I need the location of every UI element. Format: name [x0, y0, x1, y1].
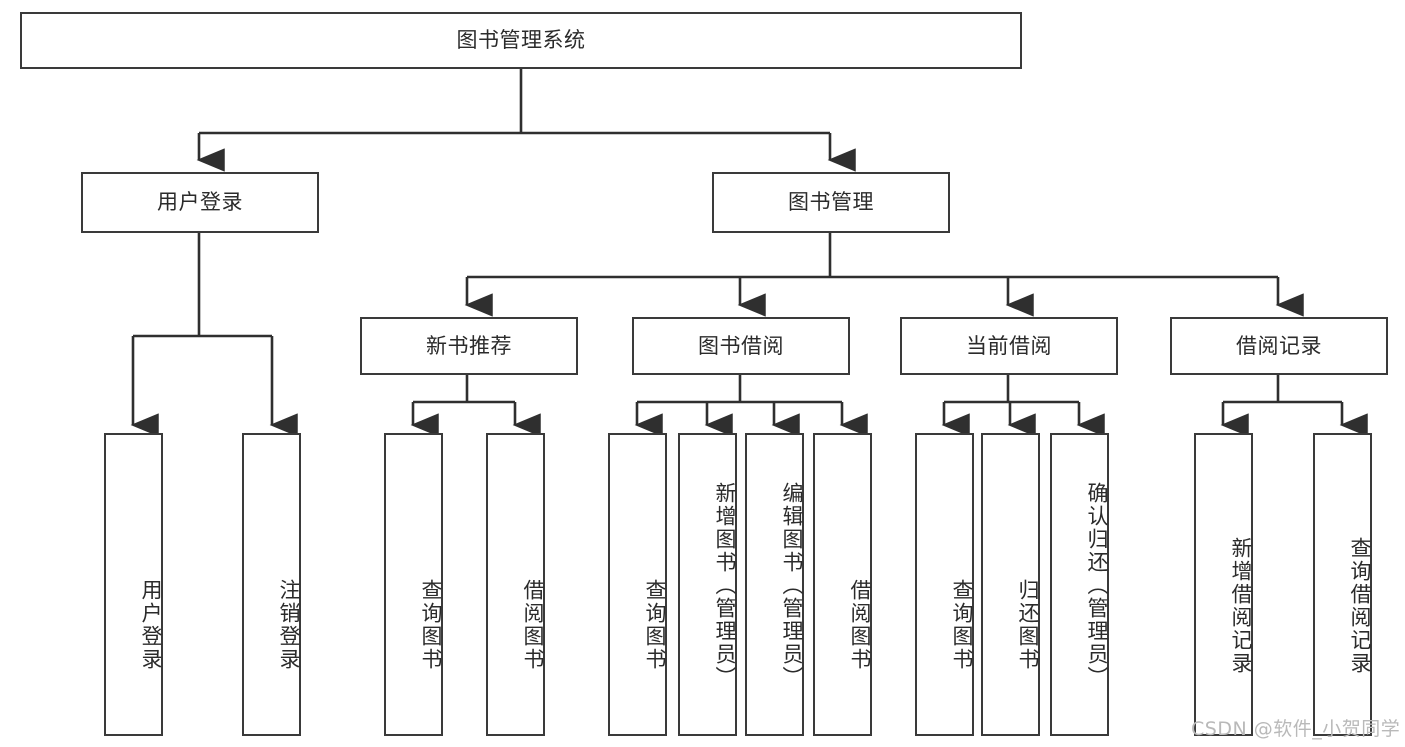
leaf-borrow-book-2-label: 借阅图书 [848, 578, 872, 671]
leaf-add-book-label: 新增图书（管理员） [713, 481, 737, 689]
leaf-add-record-label: 新增借阅记录 [1229, 536, 1253, 675]
leaf-user-login-label: 用户登录 [139, 578, 163, 671]
leaf-user-logout-label: 注销登录 [277, 578, 301, 671]
node-root[interactable]: 图书管理系统 [20, 12, 1022, 69]
leaf-borrow-book-1-label: 借阅图书 [521, 578, 545, 671]
node-book-borrow-label: 图书借阅 [698, 333, 784, 358]
watermark: CSDN @软件_小贺同学 [1191, 718, 1401, 740]
leaf-return-book-label: 归还图书 [1016, 578, 1040, 671]
node-user-login[interactable]: 用户登录 [81, 172, 319, 233]
node-book-manage[interactable]: 图书管理 [712, 172, 950, 233]
node-current-borrow-label: 当前借阅 [966, 333, 1052, 358]
node-borrow-record[interactable]: 借阅记录 [1170, 317, 1388, 375]
node-root-label: 图书管理系统 [456, 28, 586, 52]
leaf-query-book-1-label: 查询图书 [419, 578, 443, 671]
leaf-edit-book-label: 编辑图书（管理员） [780, 481, 804, 689]
leaf-query-book-3-label: 查询图书 [950, 578, 974, 671]
leaf-query-book-2-label: 查询图书 [643, 578, 667, 671]
leaf-query-book-2[interactable]: 查询图书 [608, 433, 667, 736]
leaf-user-logout[interactable]: 注销登录 [242, 433, 301, 736]
leaf-add-record[interactable]: 新增借阅记录 [1194, 433, 1253, 736]
leaf-query-book-1[interactable]: 查询图书 [384, 433, 443, 736]
leaf-add-book[interactable]: 新增图书（管理员） [678, 433, 737, 736]
node-book-borrow[interactable]: 图书借阅 [632, 317, 850, 375]
leaf-query-record-label: 查询借阅记录 [1348, 536, 1372, 675]
leaf-edit-book[interactable]: 编辑图书（管理员） [745, 433, 804, 736]
node-new-book-recommend[interactable]: 新书推荐 [360, 317, 578, 375]
leaf-confirm-return-label: 确认归还（管理员） [1085, 481, 1109, 689]
node-user-login-label: 用户登录 [157, 190, 243, 214]
node-new-book-recommend-label: 新书推荐 [426, 333, 512, 358]
node-borrow-record-label: 借阅记录 [1236, 333, 1322, 358]
node-current-borrow[interactable]: 当前借阅 [900, 317, 1118, 375]
leaf-query-record[interactable]: 查询借阅记录 [1313, 433, 1372, 736]
leaf-return-book[interactable]: 归还图书 [981, 433, 1040, 736]
node-book-manage-label: 图书管理 [788, 190, 874, 214]
leaf-borrow-book-1[interactable]: 借阅图书 [486, 433, 545, 736]
leaf-user-login[interactable]: 用户登录 [104, 433, 163, 736]
leaf-query-book-3[interactable]: 查询图书 [915, 433, 974, 736]
leaf-confirm-return[interactable]: 确认归还（管理员） [1050, 433, 1109, 736]
leaf-borrow-book-2[interactable]: 借阅图书 [813, 433, 872, 736]
